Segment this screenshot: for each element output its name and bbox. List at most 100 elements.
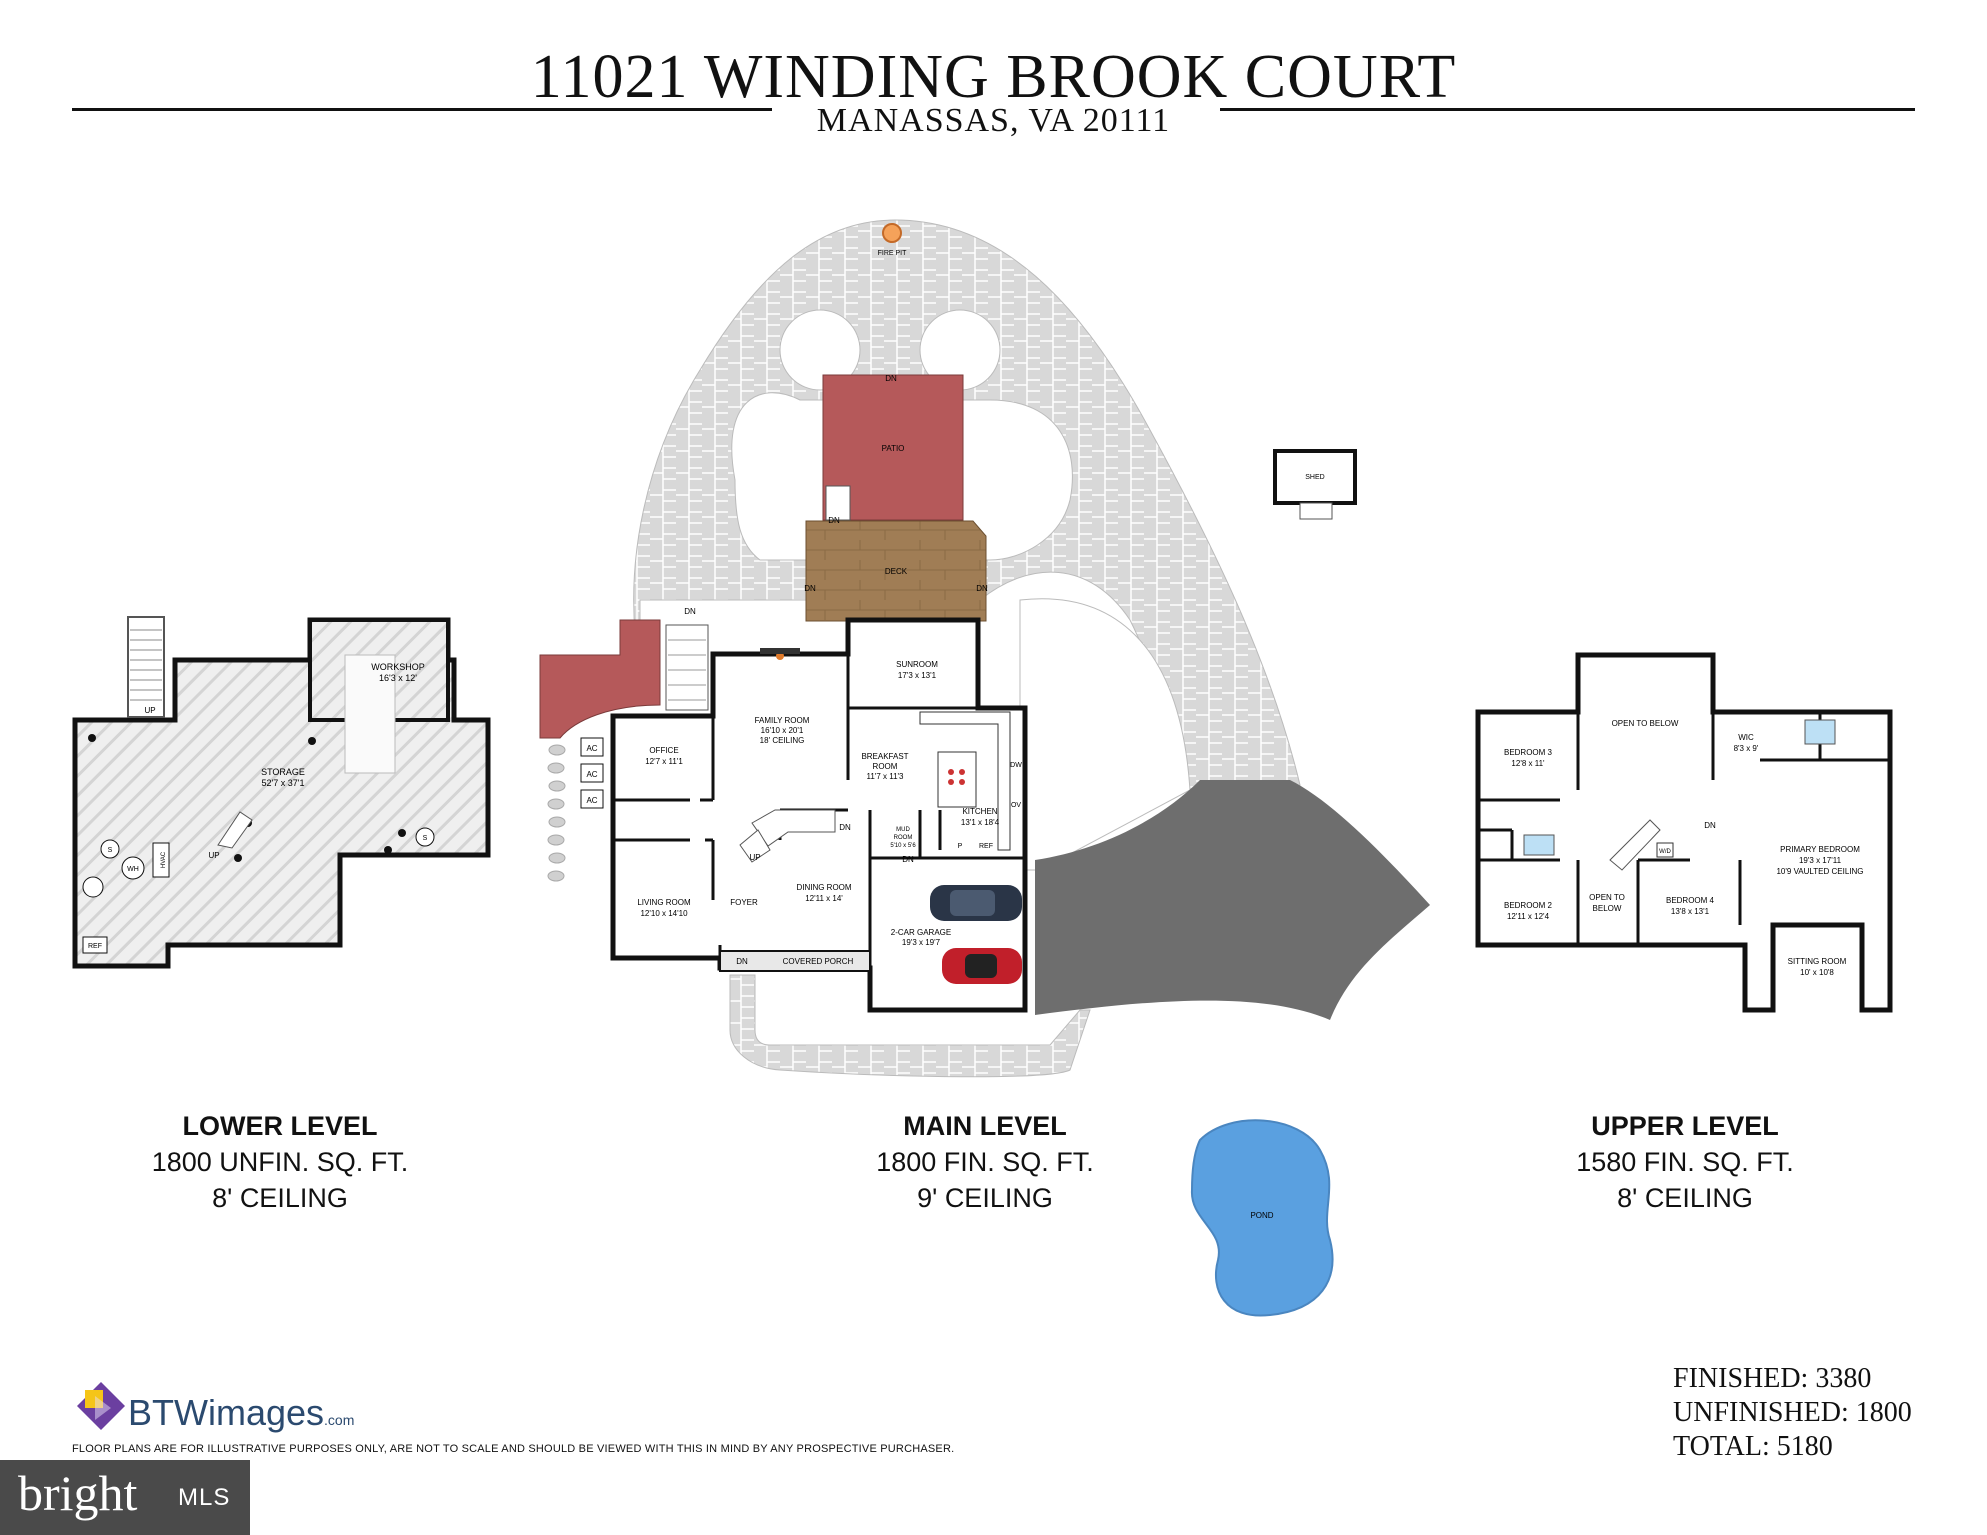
tank-circle [82,876,104,898]
main-up-label: UP [749,853,760,862]
storage-column [234,854,242,862]
wd-unit [1656,842,1674,858]
ac-unit-2 [580,763,604,783]
porch-dn-label: DN [736,957,748,966]
garage-label: 2-CAR GARAGE [891,928,951,937]
shed-ramp [1299,502,1333,520]
kitchen-island [937,751,977,808]
breakfast-dim: 11'7 x 11'3 [866,772,904,781]
unfinished-total: UNFINISHED: 1800 [1673,1397,1912,1428]
dining-room-label: DINING ROOM [796,883,851,892]
hvac-unit [152,842,170,878]
ac-unit-3 [580,789,604,809]
storage-column [384,846,392,854]
deck-dn-right: DN [976,584,988,593]
garage-dim: 19'3 x 19'7 [902,938,941,947]
hvac-label: HVAC [161,851,167,868]
wh-label: WH [127,866,139,873]
side-landing [539,619,661,739]
shed [1273,449,1357,505]
breakfast-label: BREAKFAST [861,752,908,761]
mud-room-label-2: ROOM [894,835,913,841]
lower-level-name: LOWER LEVEL [182,1111,378,1141]
ac-label-1: AC [586,744,597,753]
main-level-name: MAIN LEVEL [903,1111,1067,1141]
page-title: 11021 WINDING BROOK COURT [530,43,1457,111]
patio-stair [825,485,851,521]
main-dn-label-1: DN [839,823,851,832]
wic-label: WIC [1738,733,1754,742]
wic-dim: 8'3 x 9' [1734,744,1759,753]
side-stair [665,624,709,711]
kitchen-dim: 13'1 x 18'4 [961,818,1000,827]
side-dn: DN [684,607,696,616]
main-interior-stair-2 [739,829,771,863]
open-to-label: OPEN TO [1589,893,1625,902]
sunroom-dim: 17'3 x 13'1 [898,671,937,680]
upper-bath-fixture [1804,719,1836,745]
upper-level-plan: OPEN TO BELOW BEDROOM 3 12'8 x 11' WIC 8… [1475,652,1893,1013]
lower-up2-label: UP [208,851,219,860]
primary-label: PRIMARY BEDROOM [1780,845,1860,854]
btw-logo-text: BTWimages.com [128,1392,354,1434]
water-heater [121,856,145,880]
disclaimer-text: FLOOR PLANS ARE FOR ILLUSTRATIVE PURPOSE… [72,1443,955,1455]
office-label: OFFICE [649,746,678,755]
logo-name: BTWimages [128,1392,325,1433]
storage-label: STORAGE [261,767,305,777]
lower-ref-label: REF [88,943,102,950]
family-room-label: FAMILY ROOM [755,716,810,725]
office-dim: 12'7 x 11'1 [645,757,683,766]
family-room-dim: 16'10 x 20'1 [761,726,804,735]
open-below-label: OPEN TO BELOW [1612,719,1679,728]
upper-stair [1609,819,1661,871]
upper-level-area: 1580 FIN. SQ. FT. [1576,1147,1794,1177]
lower-level-area: 1800 UNFIN. SQ. FT. [151,1147,409,1177]
shed-label: SHED [1305,474,1324,481]
kitchen-counter [919,711,1011,851]
pond [1190,1119,1334,1317]
upper-level-ceiling: 8' CEILING [1617,1183,1753,1213]
upper-level-caption: UPPER LEVEL 1580 FIN. SQ. FT. 8' CEILING [1435,1108,1935,1216]
patio-label: PATIO [882,444,905,453]
bedroom3-dim: 12'8 x 11' [1511,759,1545,768]
logo-suffix: .com [324,1412,355,1428]
main-dn-label-2: DN [902,855,914,864]
title-rule-right [1220,108,1915,111]
bedroom2-dim: 12'11 x 12'4 [1507,912,1550,921]
sump-pump [415,827,435,847]
fire-pit-label: FIRE PIT [878,250,908,257]
lower-level-caption: LOWER LEVEL 1800 UNFIN. SQ. FT. 8' CEILI… [30,1108,530,1216]
living-room-label: LIVING ROOM [637,898,691,907]
page-subtitle: MANASSAS, VA 20111 [816,102,1171,139]
upper-level-name: UPPER LEVEL [1591,1111,1779,1141]
ac-label-2: AC [586,770,597,779]
pantry-label: P [958,843,963,850]
foyer-label: FOYER [730,898,758,907]
kitchen-label: KITCHEN [962,807,997,816]
mud-room-dim: 5'10 x 5'6 [890,843,916,849]
deck-dn-top: DN [828,516,840,525]
title-rule-left [72,108,772,111]
below-label: BELOW [1593,904,1622,913]
front-walkway [729,974,1091,1078]
bedroom2-label: BEDROOM 2 [1504,901,1553,910]
family-room-ceiling: 18' CEILING [760,736,805,745]
main-level-caption: MAIN LEVEL 1800 FIN. SQ. FT. 9' CEILING [735,1108,1235,1216]
grand-total: TOTAL: 5180 [1673,1431,1833,1462]
upper-bath2-tub [1523,834,1555,856]
main-level-site: FIRE PIT PATIO DN DECK DN DN DN SHED DN [539,219,1430,1317]
ref-label: REF [979,843,993,850]
workshop-label: WORKSHOP [371,662,425,672]
deck-dn-left: DN [804,584,816,593]
fire-pit-icon [882,223,902,243]
deck [805,520,987,622]
patio-dn: DN [885,374,897,383]
storage-column [88,734,96,742]
dw-label: DW [1010,762,1022,769]
mls-badge: bright MLS [0,1460,250,1535]
main-level-area: 1800 FIN. SQ. FT. [876,1147,1094,1177]
main-level-ceiling: 9' CEILING [917,1183,1053,1213]
sunroom-label: SUNROOM [896,660,938,669]
pond-label: POND [1250,1211,1273,1220]
